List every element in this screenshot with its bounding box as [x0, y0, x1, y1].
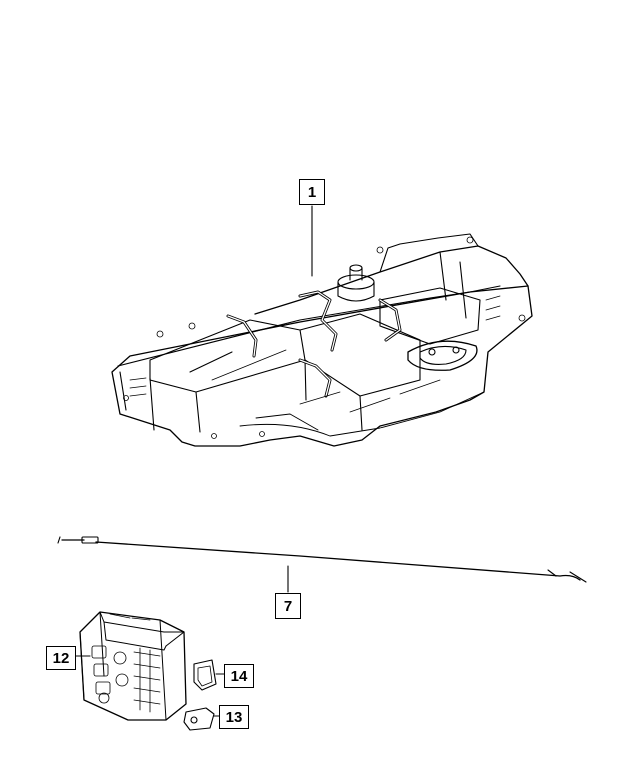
- callout-box-1[interactable]: 1: [299, 179, 325, 205]
- callout-box-12[interactable]: 12: [46, 646, 76, 670]
- bracket-clip[interactable]: [183, 707, 225, 731]
- callout-box-14[interactable]: 14: [224, 664, 254, 688]
- control-module[interactable]: [75, 611, 187, 721]
- callout-box-7[interactable]: 7: [275, 593, 301, 619]
- gasket-seal[interactable]: [193, 659, 225, 691]
- battery-pack-assembly[interactable]: [111, 205, 533, 447]
- cable-harness[interactable]: [57, 536, 587, 593]
- callout-box-13[interactable]: 13: [219, 705, 249, 729]
